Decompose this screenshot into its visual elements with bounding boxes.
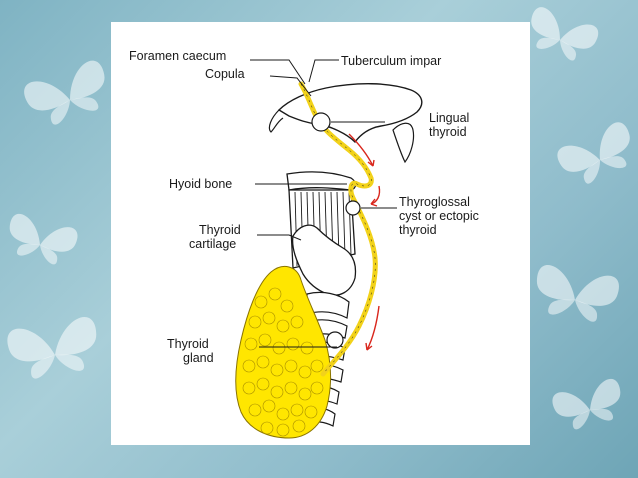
thyroid-descent-diagram: Foramen caecum Copula Tuberculum impar L…: [129, 49, 479, 439]
thyroid-gland-lobules: [242, 287, 324, 437]
tongue-outline: [277, 83, 423, 144]
butterfly-icon: [2, 211, 80, 269]
epiglottis: [392, 122, 415, 164]
hyoid-bone-shape: [286, 171, 357, 191]
butterfly-icon: [522, 4, 601, 67]
label-thyroid-cartilage-line1: Thyroid: [199, 223, 241, 237]
butterfly-icon: [531, 263, 621, 326]
label-thyroglossal-line3: thyroid: [399, 223, 437, 237]
label-foramen-caecum: Foramen caecum: [129, 49, 226, 63]
label-thyroglossal-line2: cyst or ectopic: [399, 209, 479, 223]
diagram-slide: Foramen caecum Copula Tuberculum impar L…: [111, 22, 530, 445]
butterfly-icon: [554, 119, 638, 192]
descent-arrows: [348, 133, 381, 351]
ectopic-thyroid-sites: [311, 112, 361, 349]
label-lingual-thyroid-line2: thyroid: [429, 125, 467, 139]
butterfly-icon: [550, 376, 628, 434]
butterfly-icon: [5, 315, 103, 383]
label-thyroid-gland-line1: Thyroid: [167, 337, 209, 351]
thyroid-cartilage-shape: [291, 224, 357, 296]
label-thyroglossal-line1: Thyroglossal: [399, 195, 470, 209]
leader-lines: [250, 59, 397, 348]
label-thyroid-gland-line2: gland: [183, 351, 214, 365]
butterfly-icon: [20, 57, 116, 132]
label-lingual-thyroid-line1: Lingual: [429, 111, 469, 125]
tongue-tip: [268, 109, 284, 133]
label-copula: Copula: [205, 67, 245, 81]
label-thyroid-cartilage-line2: cartilage: [189, 237, 236, 251]
label-tuberculum-impar: Tuberculum impar: [341, 54, 441, 68]
label-hyoid-bone: Hyoid bone: [169, 177, 232, 191]
